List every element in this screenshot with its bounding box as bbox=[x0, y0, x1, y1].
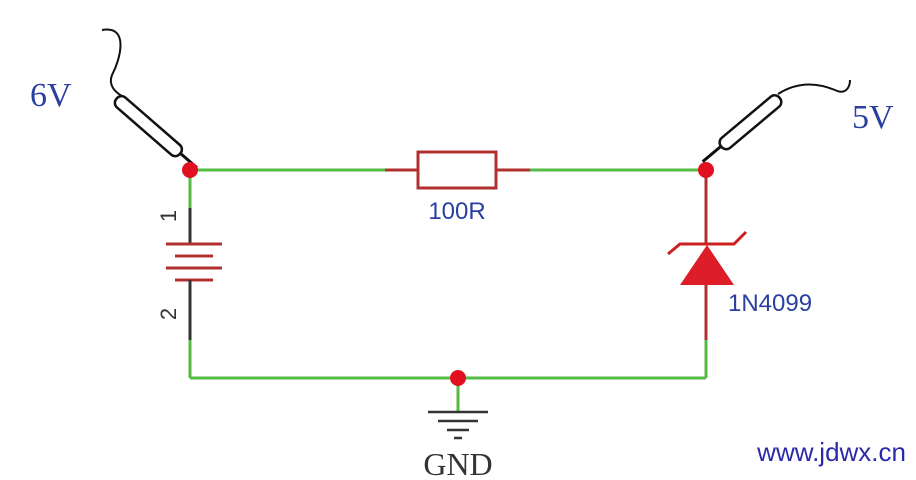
zener-triangle bbox=[680, 245, 734, 285]
battery bbox=[166, 208, 222, 340]
ground-symbol bbox=[428, 410, 488, 440]
battery-pin2-label: 2 bbox=[156, 308, 181, 320]
probe-left bbox=[101, 28, 198, 169]
watermark: www.jdwx.cn bbox=[757, 437, 906, 467]
probe-left-voltage: 6V bbox=[30, 77, 72, 114]
probe-right-cable bbox=[777, 79, 851, 95]
wires bbox=[188, 168, 708, 412]
node-right-top bbox=[698, 162, 714, 178]
resistor-body bbox=[416, 150, 498, 190]
probe-right-body bbox=[718, 94, 783, 151]
probe-left-body bbox=[113, 94, 184, 158]
zener-diode bbox=[667, 170, 748, 340]
battery-pin1-label: 1 bbox=[156, 210, 181, 222]
resistor-label: 100R bbox=[428, 198, 485, 225]
node-left-top bbox=[182, 162, 198, 178]
junction-nodes bbox=[182, 162, 714, 386]
zener-bar bbox=[667, 230, 748, 256]
probe-left-cable bbox=[101, 28, 123, 97]
ground-label: GND bbox=[423, 446, 492, 480]
probe-right-voltage: 5V bbox=[852, 99, 894, 136]
resistor bbox=[385, 150, 530, 190]
zener-label: 1N4099 bbox=[728, 290, 812, 317]
probe-right bbox=[701, 79, 851, 163]
node-ground bbox=[450, 370, 466, 386]
